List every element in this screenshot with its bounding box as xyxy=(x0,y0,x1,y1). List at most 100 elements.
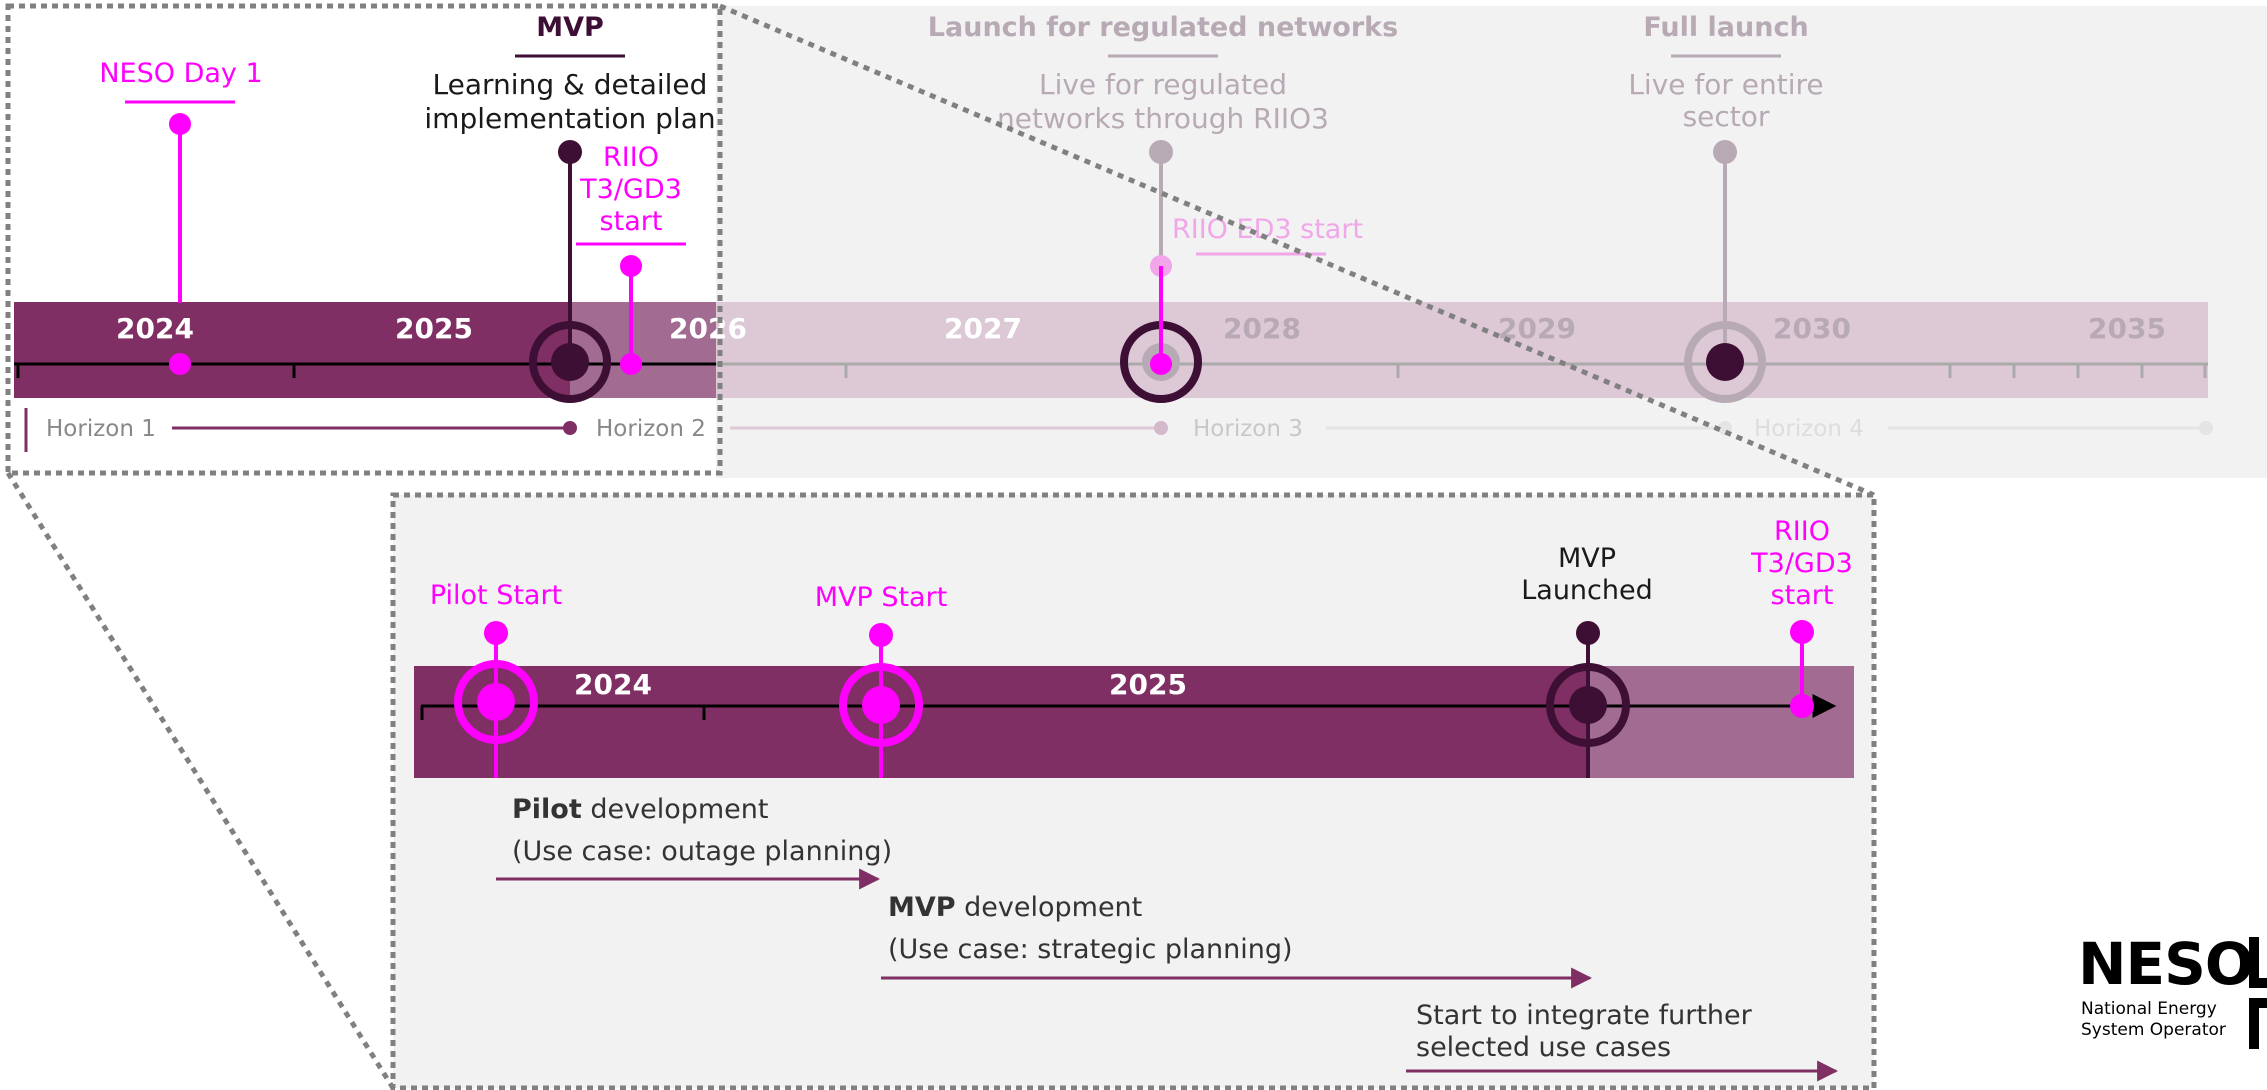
milestone-core xyxy=(1569,686,1607,724)
milestone-full-launch: Full launch Live for entire sector xyxy=(1628,12,1824,403)
axis-dot xyxy=(620,353,642,375)
zoom-year-label: 2025 xyxy=(1109,668,1187,701)
axis-ticks xyxy=(16,364,2207,378)
milestone-ring xyxy=(1684,321,1766,403)
phase-desc: selected use cases xyxy=(1416,1032,1671,1063)
milestone-core xyxy=(551,343,589,381)
milestone-ring xyxy=(839,663,923,747)
zoom-milestone-riio: RIIO T3/GD3 start xyxy=(1750,516,1853,718)
milestone-ring xyxy=(1546,663,1630,747)
zoom-band-dark xyxy=(414,666,1590,778)
milestone-desc: sector xyxy=(1683,100,1770,133)
horizon-dot xyxy=(2199,421,2213,435)
roadmap-top: 2024 2025 2026 2027 2028 2029 2030 2035 … xyxy=(5,3,2267,478)
phase-title-bold: Pilot xyxy=(512,794,582,825)
year-label: 2029 xyxy=(1498,312,1576,345)
phase-title-bold: MVP xyxy=(888,892,956,923)
milestone-title: Launch for regulated networks xyxy=(928,12,1398,43)
milestone-title: Full launch xyxy=(1643,12,1808,43)
zoom-year-label: 2024 xyxy=(574,668,652,701)
milestone-desc: networks through RIIO3 xyxy=(997,102,1329,135)
milestone-dot xyxy=(620,255,642,277)
milestone-ring xyxy=(454,660,538,744)
milestone-neso-day1: NESO Day 1 xyxy=(99,58,263,375)
milestone-label: Pilot Start xyxy=(430,580,562,611)
zoom-milestone-mvp-start: MVP Start xyxy=(815,582,948,778)
horizon-dot xyxy=(1154,421,1168,435)
milestone-dot xyxy=(558,140,582,164)
horizon-label: Horizon 3 xyxy=(1193,416,1303,442)
year-label: 2035 xyxy=(2088,312,2166,345)
phase-mvp: MVP development (Use case: strategic pla… xyxy=(881,892,1593,989)
milestone-core xyxy=(477,683,515,721)
milestone-core xyxy=(1706,343,1744,381)
milestone-title: MVP xyxy=(536,12,604,43)
phase-pilot: Pilot development (Use case: outage plan… xyxy=(496,794,892,890)
milestone-label: NESO Day 1 xyxy=(99,58,262,89)
band-faded xyxy=(716,302,2208,398)
logo-subtitle-line: System Operator xyxy=(2081,1020,2226,1040)
focus-frame xyxy=(5,3,723,476)
milestone-label: RIIO ED3 start xyxy=(1172,214,1363,245)
logo-subtitle: National Energy System Operator xyxy=(2081,999,2226,1041)
logo-wordmark: NESO xyxy=(2078,930,2254,998)
logo-mark-icon xyxy=(2249,937,2267,1049)
year-label: 2024 xyxy=(116,312,194,345)
milestone-mvp: MVP Learning & detailed implementation p… xyxy=(424,12,716,403)
milestone-label: RIIO xyxy=(603,142,659,173)
year-label: 2027 xyxy=(944,312,1022,345)
milestone-ring xyxy=(529,321,611,403)
zoom-connector-right xyxy=(719,3,1875,498)
axis-dot xyxy=(1790,694,1814,718)
horizon-label: Horizon 2 xyxy=(596,416,706,442)
year-label: 2025 xyxy=(395,312,473,345)
year-label: 2026 xyxy=(669,312,747,345)
year-label: 2028 xyxy=(1223,312,1301,345)
horizons-row: Horizon 1 Horizon 2 Horizon 3 Horizon 4 xyxy=(24,408,2213,452)
axis-dot xyxy=(169,353,191,375)
future-panel xyxy=(716,6,2267,478)
phase-title-rest: development xyxy=(582,794,769,825)
phase-title: Pilot development xyxy=(512,794,768,825)
axis-dot xyxy=(1150,353,1172,375)
milestone-launch-regulated: Launch for regulated networks Live for r… xyxy=(928,12,1398,403)
phase-integrate: Start to integrate further selected use … xyxy=(1406,1000,1839,1082)
milestone-core xyxy=(862,686,900,724)
horizon-dot xyxy=(563,421,577,435)
zoom-connector-left xyxy=(5,471,396,1090)
band-light xyxy=(570,302,716,398)
phase-title-rest: development xyxy=(956,892,1143,923)
milestone-desc: Learning & detailed xyxy=(433,68,708,101)
phase-desc: Start to integrate further xyxy=(1416,1000,1753,1031)
milestone-label: start xyxy=(1771,580,1834,611)
milestone-dot xyxy=(1713,140,1737,164)
milestone-riio-t3: RIIO T3/GD3 start xyxy=(576,142,686,375)
neso-logo: NESO National Energy System Operator xyxy=(2078,935,2267,1065)
zoom-panel: 2024 2025 Pilot Start MVP Start MVP Laun… xyxy=(390,492,1877,1090)
logo-subtitle-line: National Energy xyxy=(2081,999,2217,1019)
milestone-label: RIIO xyxy=(1774,516,1830,547)
horizon-label: Horizon 4 xyxy=(1754,416,1864,442)
milestone-desc: implementation plan xyxy=(424,102,715,135)
zoom-panel-bg xyxy=(390,492,1877,1090)
milestone-label: MVP Start xyxy=(815,582,948,613)
milestone-dot xyxy=(169,113,191,135)
zoom-milestone-pilot-start: Pilot Start xyxy=(430,580,562,778)
milestone-label: start xyxy=(600,206,663,237)
zoom-milestone-mvp-launched: MVP Launched xyxy=(1521,543,1653,778)
phase-title: MVP development xyxy=(888,892,1142,923)
milestone-label: MVP xyxy=(1558,543,1616,574)
band-dark xyxy=(14,302,570,398)
phase-usecase: (Use case: strategic planning) xyxy=(888,934,1293,965)
milestone-riio-ed3: RIIO ED3 start xyxy=(1150,214,1363,375)
milestone-label: T3/GD3 xyxy=(579,174,682,205)
year-label: 2030 xyxy=(1773,312,1851,345)
milestone-desc: Live for entire xyxy=(1628,68,1823,101)
milestone-label: Launched xyxy=(1521,575,1653,606)
milestone-label: T3/GD3 xyxy=(1750,548,1853,579)
horizon-label: Horizon 1 xyxy=(46,416,156,442)
zoom-band-light xyxy=(1590,666,1854,778)
phase-usecase: (Use case: outage planning) xyxy=(512,836,892,867)
milestone-dot xyxy=(1149,140,1173,164)
